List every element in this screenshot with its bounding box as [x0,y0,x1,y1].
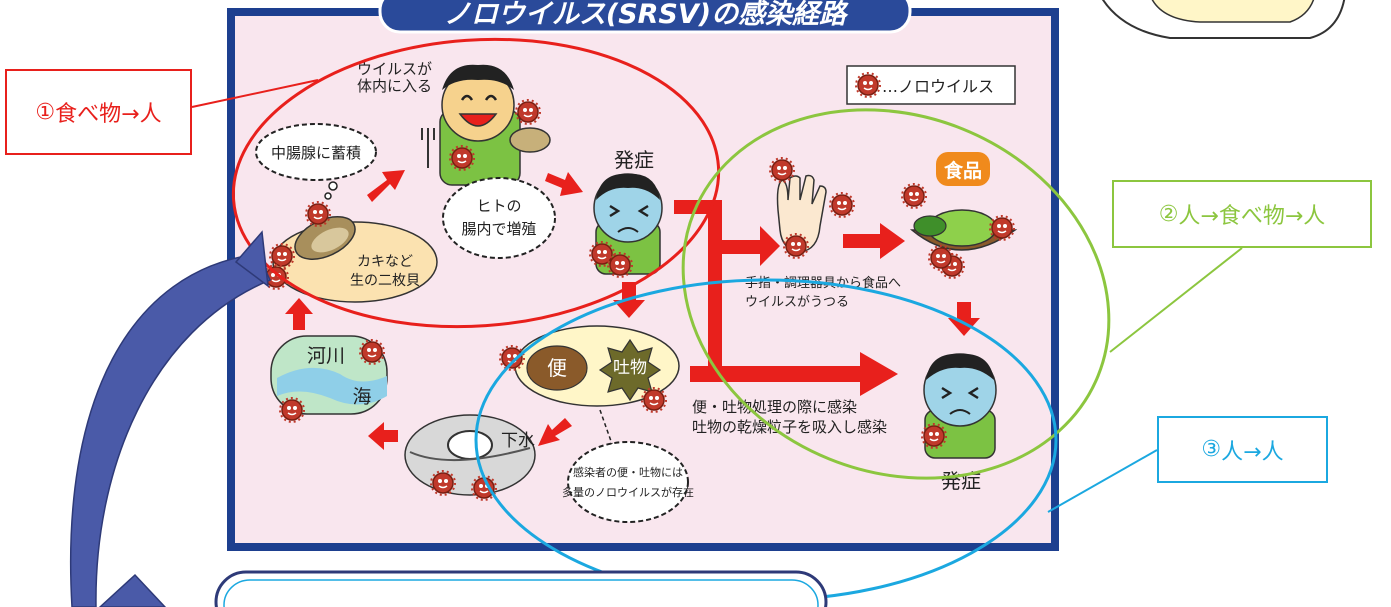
top-right-partial-shape [1102,0,1346,39]
feces-label: 便 [547,356,567,380]
shellfish-label-2: 生の二枚貝 [350,273,420,289]
arrow-branch-down [708,254,722,366]
disposal-label-2: 吐物の乾燥粒子を吸入し感染 [692,418,887,436]
food-label: 食品 [944,159,982,182]
accumulate-label: 中腸腺に蓄積 [271,144,361,162]
arrow-shellfish-to-person [367,170,405,202]
multiply-label-1: ヒトの [476,197,521,215]
route1-text: 食べ物→人 [55,102,162,127]
bottom-partial-box-inner [223,579,819,607]
sewage-node: 下水 [404,414,536,501]
arrow-excreta-to-sewage [538,418,572,446]
route3-number: ③ [1201,437,1222,462]
hand-label-2: ウイルスがうつる [745,295,849,310]
bottom-partial-box [214,570,828,607]
route1-number: ① [35,99,56,125]
route1-highlight-ellipse [231,37,721,329]
onset-person-top: 発症 [589,148,663,278]
person-eating-figure [421,64,551,186]
excreta-node: 便 吐物 便・吐物処理の際に感染 吐物の乾燥粒子を吸入し感染 [499,325,887,436]
river-label: 河川 [307,345,345,367]
route2-text: 人→食べ物→人 [1178,204,1326,229]
route3-text: 人→人 [1221,439,1284,465]
infected-label-2: 多量のノロウイルスが存在 [562,485,694,499]
arrow-hand-to-food [843,223,905,259]
diagram-title: ノロウイルス(SRSV)の感染経路 [444,0,849,30]
onset-top-label: 発症 [614,148,654,172]
accumulate-bubble: 中腸腺に蓄積 [255,123,377,200]
river-sea-node: 河川 海 [270,335,388,423]
curved-arrow-head-left [98,573,167,607]
route2-number: ② [1158,201,1179,227]
shellfish-label-1: カキなど [357,254,413,270]
sea-label: 海 [352,386,371,408]
route2-highlight-ellipse [681,108,1111,480]
sewage-label: 下水 [501,431,535,451]
vomit-label: 吐物 [613,358,647,378]
infected-label-1: 感染者の便・吐物には [573,465,683,479]
shellfish-node: カキなど 生の二枚貝 [263,201,438,303]
arrow-excreta-to-onset [690,352,898,396]
route1-connector [191,79,319,108]
arrow-onset-branch [674,200,780,266]
arrow-food-to-onset [948,302,980,336]
arrow-sewage-to-river [368,422,398,450]
multiply-bubble: ヒトの 腸内で増殖 [442,177,556,259]
food-node: 食品 [901,152,1018,279]
disposal-label-1: 便・吐物処理の際に感染 [692,398,857,416]
route2-connector [1109,247,1243,353]
title-banner: ノロウイルス(SRSV)の感染経路 [378,0,912,34]
arrow-person-to-onset [545,172,583,196]
virus-enters-label-2: 体内に入る [357,77,432,95]
multiply-label-2: 腸内で増殖 [461,220,536,238]
virus-enters-label-1: ウイルスが [357,60,432,78]
arrow-river-to-shellfish [285,298,313,330]
route3-connector [1047,449,1158,513]
curved-arrow [69,253,272,607]
onset-person-bottom: 発症 [921,353,997,493]
infected-bubble: 感染者の便・吐物には 多量のノロウイルスが存在 [562,409,694,523]
legend: …ノロウイルス [846,65,1016,105]
curved-arrow-head-top [234,230,269,288]
legend-label: …ノロウイルス [882,77,994,96]
